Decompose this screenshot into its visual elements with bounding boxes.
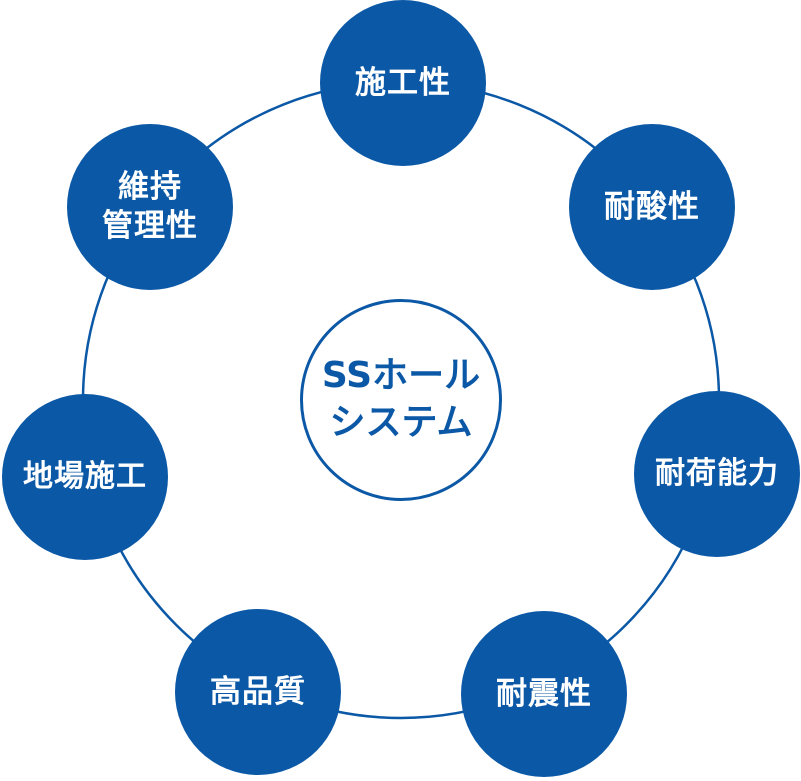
node-local-construction: 地場施工 xyxy=(2,394,168,560)
node-label: 耐酸性 xyxy=(604,188,700,225)
node-label: 耐震性 xyxy=(496,675,592,712)
node-maintainability: 維持 管理性 xyxy=(67,124,233,290)
node-seismic-resistance: 耐震性 xyxy=(461,611,627,777)
center-circle-ss-hole-system: SSホール システム xyxy=(300,299,502,501)
node-high-quality: 高品質 xyxy=(175,609,341,775)
node-workability: 施工性 xyxy=(320,0,486,166)
node-label: 施工性 xyxy=(355,64,451,101)
node-acid-resistance: 耐酸性 xyxy=(569,124,735,290)
node-label: 地場施工 xyxy=(23,459,147,495)
node-label: 耐荷能力 xyxy=(655,456,779,492)
node-load-capacity: 耐荷能力 xyxy=(634,391,800,557)
node-label: 高品質 xyxy=(210,673,306,710)
center-label: SSホール システム xyxy=(321,355,481,443)
node-label: 維持 管理性 xyxy=(102,169,198,244)
